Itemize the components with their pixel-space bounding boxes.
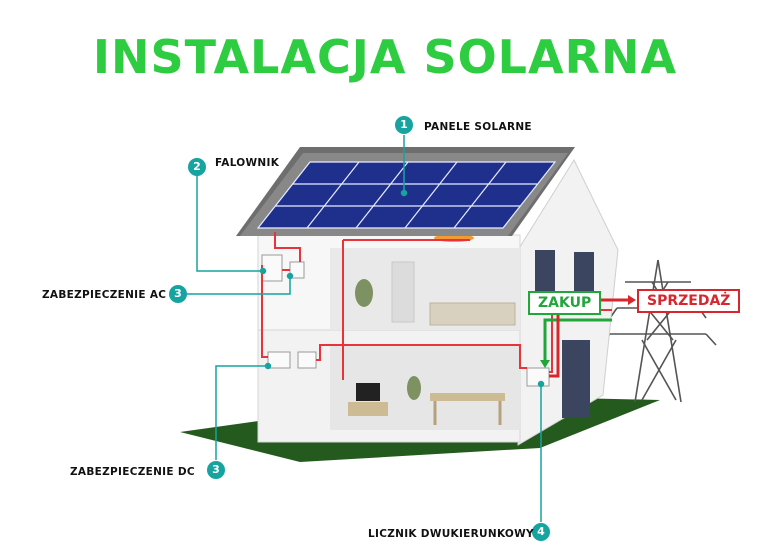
label-dc-protection: ZABEZPIECZENIE DC bbox=[70, 466, 195, 478]
label-ac-protection: ZABEZPIECZENIE AC bbox=[42, 289, 167, 301]
inverter-box bbox=[261, 254, 283, 282]
interior-door bbox=[391, 261, 415, 323]
plant bbox=[407, 376, 421, 400]
buy-arrow bbox=[543, 318, 612, 363]
dc-switch-box bbox=[297, 351, 317, 369]
buy-tag: ZAKUP bbox=[528, 291, 602, 315]
label-meter: LICZNIK DWUKIERUNKOWY bbox=[368, 528, 534, 540]
window bbox=[562, 340, 590, 418]
bed bbox=[429, 302, 516, 326]
label-inverter: FALOWNIK bbox=[215, 157, 280, 169]
callout-badge-4: 4 bbox=[532, 523, 550, 541]
plant bbox=[355, 279, 373, 307]
sell-tag: SPRZEDAŻ bbox=[637, 289, 741, 313]
page-title: INSTALACJA SOLARNA bbox=[92, 30, 678, 84]
window bbox=[574, 252, 594, 292]
callout-lines bbox=[186, 135, 545, 522]
callout-badge-2: 2 bbox=[188, 158, 206, 176]
callout-badge-3-ac: 3 bbox=[169, 285, 187, 303]
callout-badge-1: 1 bbox=[395, 116, 413, 134]
power-tower bbox=[599, 259, 717, 403]
window bbox=[535, 250, 555, 292]
dining-table bbox=[430, 393, 505, 401]
callout-badge-3-dc: 3 bbox=[207, 461, 225, 479]
dc-switch-box bbox=[267, 351, 291, 369]
tv bbox=[356, 383, 380, 401]
label-panels: PANELE SOLARNE bbox=[424, 121, 532, 133]
